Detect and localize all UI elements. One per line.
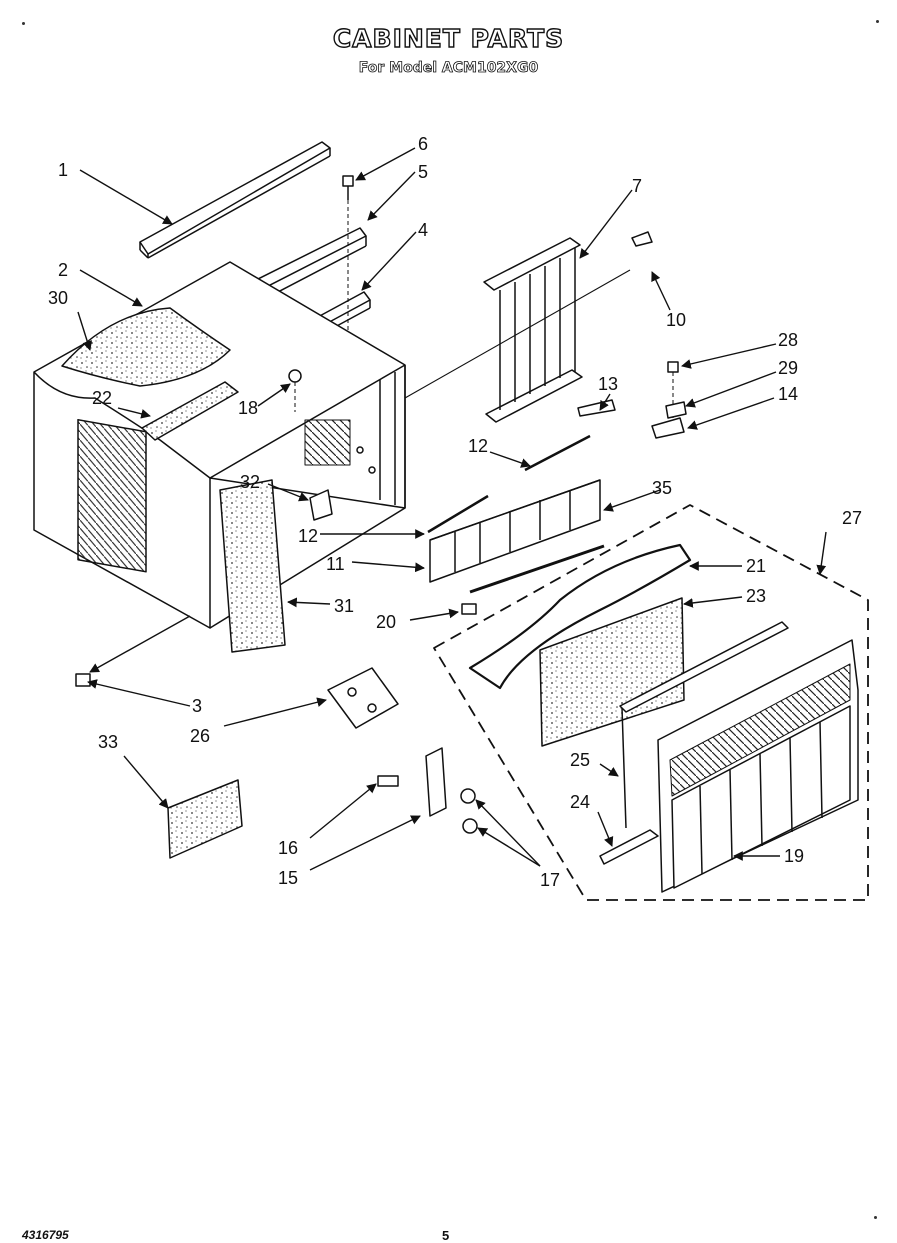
callout-20: 20 xyxy=(376,612,396,632)
callout-10: 10 xyxy=(666,310,686,330)
plug-part xyxy=(288,369,302,383)
foam-strip-part xyxy=(599,829,659,865)
callout-12b: 12 xyxy=(298,526,318,546)
document-number: 4316795 xyxy=(22,1228,69,1242)
alignment-line xyxy=(404,269,631,399)
callout-labels: 1 2 3 4 5 6 7 10 11 12 12 13 14 15 16 17… xyxy=(48,134,862,890)
screw-part-20 xyxy=(461,603,477,615)
plate-part xyxy=(665,401,687,419)
cabinet-housing xyxy=(33,261,406,629)
bracket-assembly-part xyxy=(429,479,601,583)
callout-7: 7 xyxy=(632,176,642,196)
insulation-pad-part xyxy=(167,779,243,859)
callout-14: 14 xyxy=(778,384,798,404)
callout-17: 17 xyxy=(540,870,560,890)
front-grille-part xyxy=(657,639,859,893)
clip-part xyxy=(309,489,333,521)
callout-15: 15 xyxy=(278,868,298,888)
screw-part-3 xyxy=(75,673,91,687)
callout-11: 11 xyxy=(326,554,345,574)
top-rail-part xyxy=(139,141,331,259)
side-insulation-strip xyxy=(141,381,239,441)
callout-4: 4 xyxy=(418,220,428,240)
callout-23: 23 xyxy=(746,586,766,606)
bracket-part-14 xyxy=(651,417,685,439)
callout-18: 18 xyxy=(238,398,258,418)
rod-part xyxy=(524,434,591,472)
corner-mark xyxy=(22,22,25,25)
screw-part-28 xyxy=(667,361,679,373)
callout-32: 32 xyxy=(240,472,260,492)
filter-part xyxy=(539,597,685,747)
front-panel-group-boundary xyxy=(433,504,869,901)
motor-mount-part xyxy=(327,667,399,729)
screw-part xyxy=(342,175,354,340)
callout-24: 24 xyxy=(570,792,590,812)
callout-26: 26 xyxy=(190,726,210,746)
callout-5: 5 xyxy=(418,162,428,182)
strip-part xyxy=(469,544,605,594)
corner-mark xyxy=(876,20,879,23)
knob-part xyxy=(377,775,399,787)
callout-6: 6 xyxy=(418,134,428,154)
callout-27: 27 xyxy=(842,508,862,528)
callout-29: 29 xyxy=(778,358,798,378)
callout-2: 2 xyxy=(58,260,68,280)
louver-frame-part xyxy=(483,237,583,423)
callout-30: 30 xyxy=(48,288,68,308)
callout-25: 25 xyxy=(570,750,590,770)
latch-part xyxy=(577,399,616,417)
page-number: 5 xyxy=(442,1228,450,1243)
callout-22: 22 xyxy=(92,388,112,408)
leader-lines xyxy=(77,147,827,871)
callout-16: 16 xyxy=(278,838,298,858)
gasket-part xyxy=(619,621,789,713)
callout-31: 31 xyxy=(334,596,354,616)
callout-21: 21 xyxy=(746,556,766,576)
control-bracket-part xyxy=(425,747,447,817)
top-insulation-part xyxy=(61,307,231,387)
callout-3: 3 xyxy=(192,696,202,716)
callout-19: 19 xyxy=(784,846,804,866)
rod-part xyxy=(427,494,489,534)
callout-13: 13 xyxy=(598,374,618,394)
handle-wire-part xyxy=(468,543,692,690)
screw-part-10 xyxy=(631,231,653,247)
page-title: CABINET PARTS xyxy=(332,23,565,53)
side-panel-insulation xyxy=(219,479,286,653)
callout-35: 35 xyxy=(652,478,672,498)
model-subtitle: For Model ACM102XG0 xyxy=(358,60,539,77)
callout-28: 28 xyxy=(778,330,798,350)
callout-12a: 12 xyxy=(468,436,488,456)
corner-mark xyxy=(874,1216,877,1219)
callout-1: 1 xyxy=(58,160,68,180)
callout-33: 33 xyxy=(98,732,118,752)
